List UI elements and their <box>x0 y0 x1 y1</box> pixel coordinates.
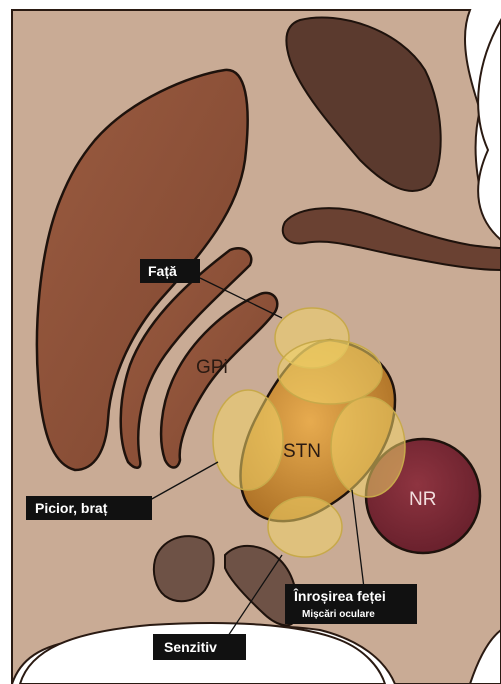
label-sensory: Senzitiv <box>153 634 246 660</box>
label-face: Față <box>140 259 200 283</box>
label-leg-arm-text: Picior, braț <box>35 500 108 516</box>
lower-left-structure <box>154 536 214 601</box>
overlay-upper-mid <box>278 340 382 404</box>
label-face-text: Față <box>148 263 177 279</box>
overlay-bottom <box>268 497 342 557</box>
gpi-label: GPi <box>196 357 228 378</box>
nr-label: NR <box>409 489 436 510</box>
label-eye-movements-text: Mișcări oculare <box>302 609 375 620</box>
label-face-flush: Înroșirea feței Mișcări oculare <box>285 584 417 624</box>
label-leg-arm: Picior, braț <box>26 496 152 520</box>
overlay-right <box>331 397 405 497</box>
overlay-left <box>213 390 283 490</box>
stn-label: STN <box>283 441 321 462</box>
label-face-flush-text: Înroșirea feței <box>293 587 386 604</box>
label-sensory-text: Senzitiv <box>164 639 217 655</box>
